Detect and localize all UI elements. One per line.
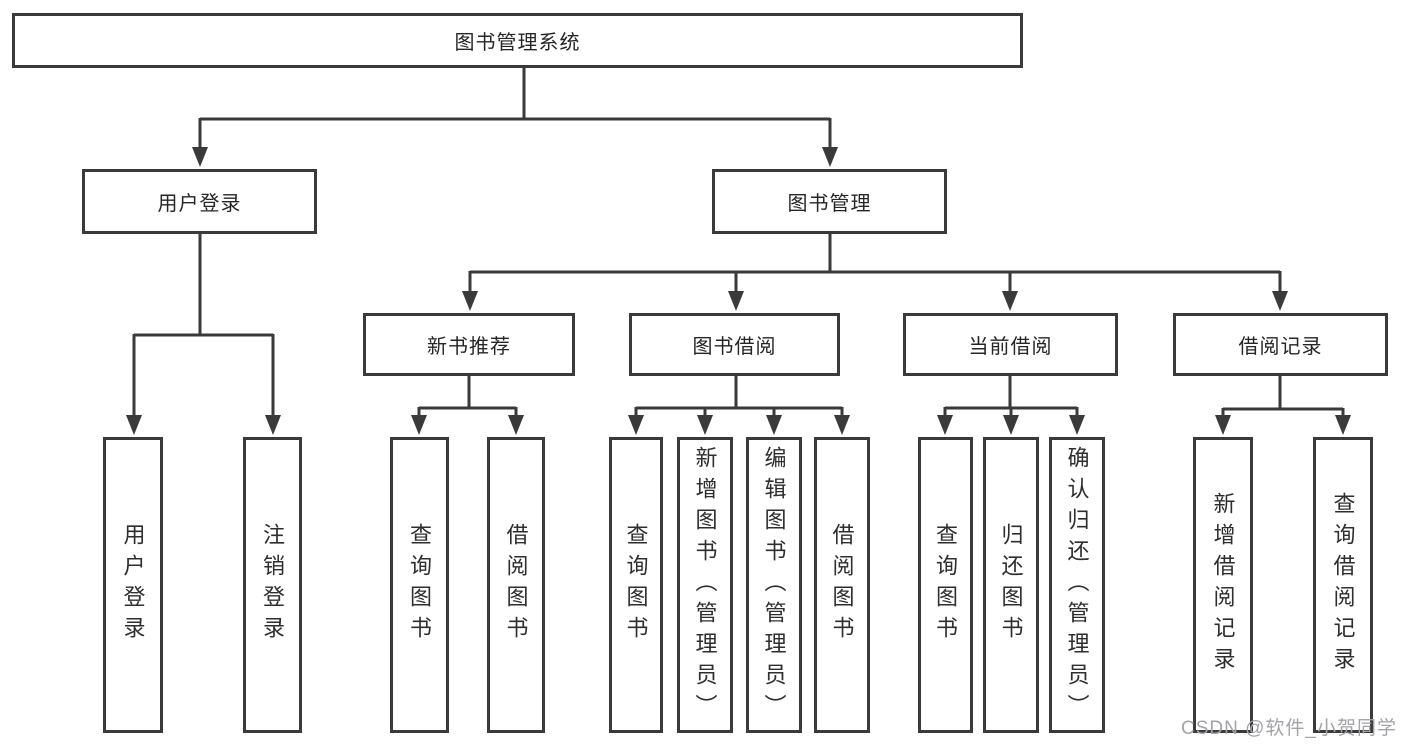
leaf-borrow-books-recommend: 借阅图书 <box>487 437 545 733</box>
leaf-label: 编辑图书（管理员） <box>761 445 787 725</box>
root-node-library-system: 图书管理系统 <box>12 13 1023 68</box>
leaf-label: 归还图书 <box>998 523 1024 647</box>
node-label: 图书管理 <box>787 193 872 215</box>
leaf-label: 查询图书 <box>407 523 433 647</box>
leaf-label: 新增借阅记录 <box>1210 492 1236 678</box>
leaf-label: 注销登录 <box>260 523 286 647</box>
leaf-logout: 注销登录 <box>243 437 302 733</box>
node-borrow-records: 借阅记录 <box>1173 313 1388 376</box>
node-label: 图书借阅 <box>692 336 777 358</box>
leaf-query-books-current: 查询图书 <box>918 437 973 733</box>
node-book-borrow: 图书借阅 <box>629 313 840 376</box>
node-book-management: 图书管理 <box>712 169 947 234</box>
node-label: 借阅记录 <box>1238 336 1323 358</box>
leaf-label: 查询图书 <box>933 523 959 647</box>
leaf-query-books-borrow: 查询图书 <box>609 437 663 733</box>
node-label: 用户登录 <box>157 193 242 215</box>
leaf-user-login: 用户登录 <box>103 437 163 733</box>
leaf-confirm-return-admin: 确认归还（管理员） <box>1049 437 1105 733</box>
leaf-label: 查询借阅记录 <box>1330 492 1356 678</box>
leaf-label: 新增图书（管理员） <box>692 445 718 725</box>
csdn-watermark: CSDN @软件_小贺同学 <box>1181 718 1397 739</box>
leaf-query-books-recommend: 查询图书 <box>390 437 449 733</box>
node-user-login: 用户登录 <box>82 169 317 234</box>
leaf-return-books: 归还图书 <box>983 437 1039 733</box>
leaf-label: 用户登录 <box>120 523 146 647</box>
node-new-book-recommend: 新书推荐 <box>363 313 575 376</box>
leaf-query-borrow-record: 查询借阅记录 <box>1313 437 1373 733</box>
leaf-add-books-admin: 新增图书（管理员） <box>677 437 733 733</box>
leaf-edit-books-admin: 编辑图书（管理员） <box>746 437 802 733</box>
leaf-label: 查询图书 <box>623 523 649 647</box>
node-label: 新书推荐 <box>427 336 511 358</box>
node-current-borrow: 当前借阅 <box>903 313 1118 376</box>
node-label: 当前借阅 <box>968 336 1053 358</box>
root-node-label: 图书管理系统 <box>454 32 581 54</box>
leaf-label: 借阅图书 <box>829 523 855 647</box>
arrowhead-icons <box>126 147 1351 435</box>
leaf-borrow-books: 借阅图书 <box>814 437 870 733</box>
leaf-label: 借阅图书 <box>503 523 529 647</box>
leaf-add-borrow-record: 新增借阅记录 <box>1193 437 1253 733</box>
leaf-label: 确认归还（管理员） <box>1064 445 1090 725</box>
